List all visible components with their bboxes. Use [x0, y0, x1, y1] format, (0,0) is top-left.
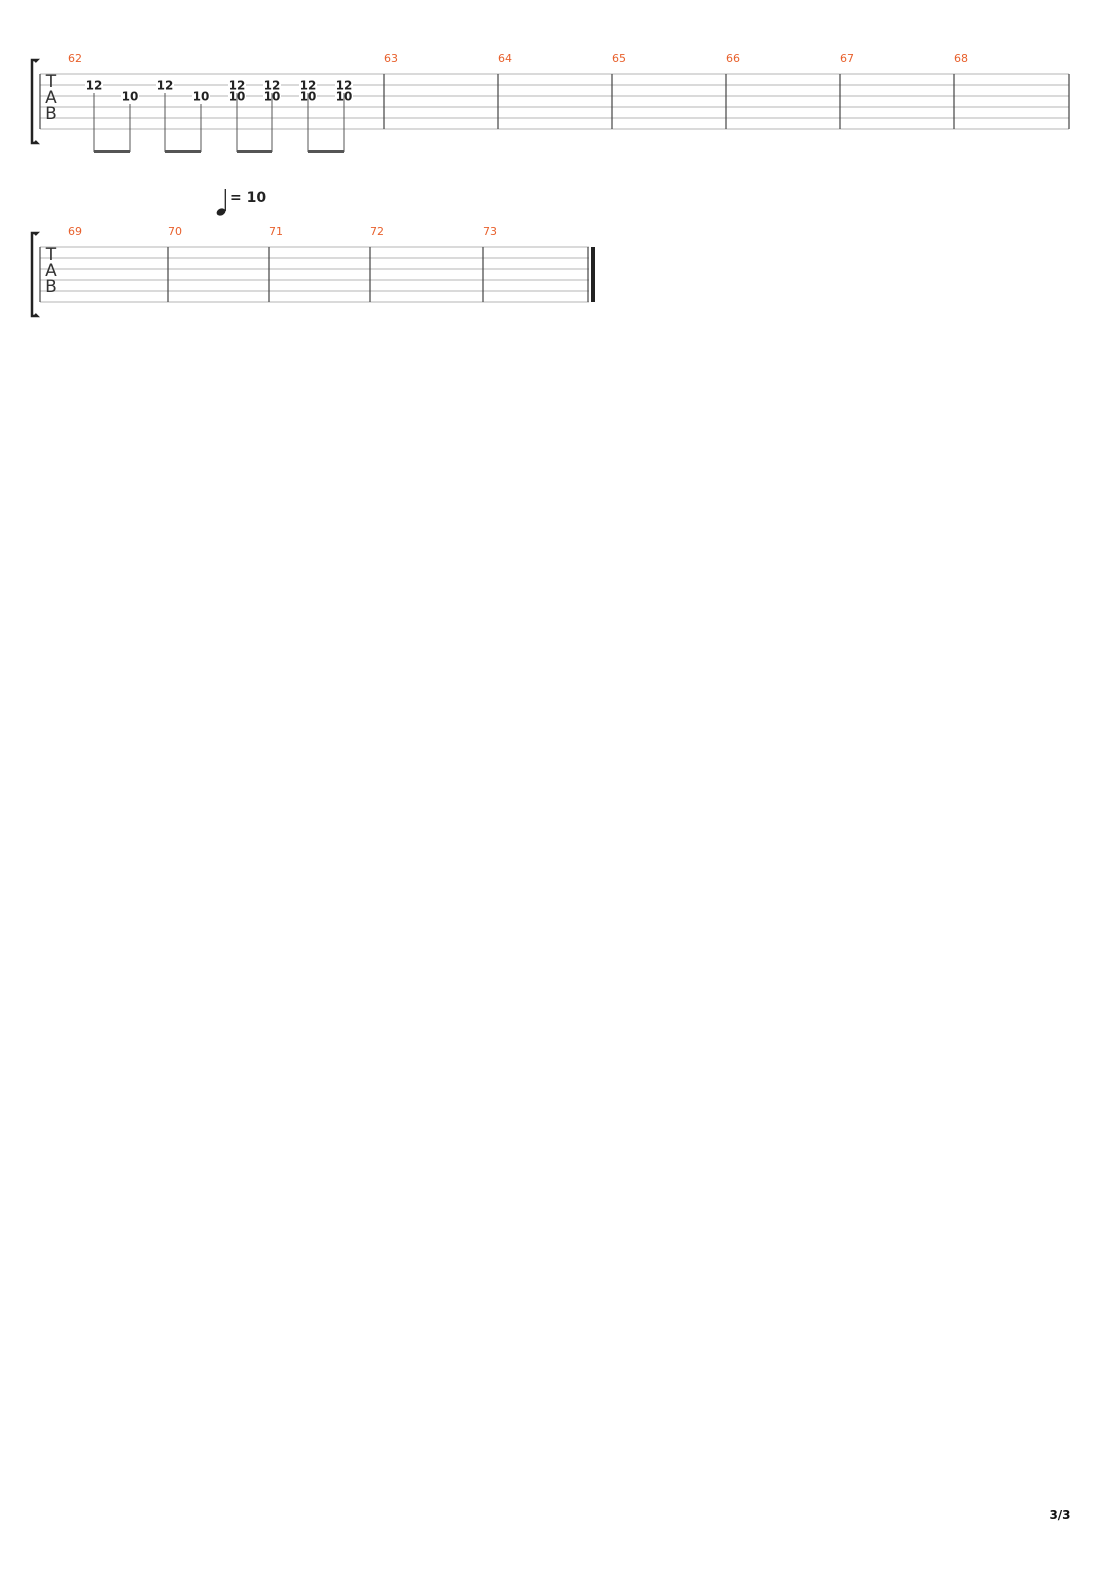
measure-number: 65	[612, 52, 626, 65]
tab-clef-letter: A	[45, 88, 57, 108]
page-number: 3/3	[1049, 1508, 1071, 1522]
measure-number: 72	[370, 225, 384, 238]
fret-knockout	[156, 79, 174, 91]
fret-number: 12	[86, 79, 103, 93]
measure-number: 62	[68, 52, 82, 65]
final-barline	[591, 247, 595, 302]
fret-knockout	[121, 90, 139, 102]
note-beam	[237, 150, 272, 153]
fret-number: 12	[157, 79, 174, 93]
fret-number: 12	[229, 79, 246, 93]
fret-knockout	[228, 79, 246, 91]
note-beam	[165, 150, 201, 153]
fret-number: 10	[193, 90, 210, 104]
tab-clef-letter: T	[45, 245, 57, 265]
tab-system-2: TAB 69 70 71 72 73	[30, 225, 595, 318]
system-bracket	[30, 231, 41, 318]
measure-number: 69	[68, 225, 82, 238]
fret-knockout	[263, 79, 281, 91]
fret-number: 12	[300, 79, 317, 93]
system-bracket	[30, 58, 41, 145]
tempo-text: = 10	[230, 190, 266, 206]
note-beam	[308, 150, 344, 153]
quarter-note-icon	[216, 208, 226, 216]
fret-knockout	[85, 79, 103, 91]
measure-number: 73	[483, 225, 497, 238]
tempo-marking: = 10	[216, 189, 266, 216]
measure-number: 64	[498, 52, 512, 65]
measure-number: 67	[840, 52, 854, 65]
tab-clef-letter: T	[45, 72, 57, 92]
fret-knockout	[299, 79, 317, 91]
measure-number: 66	[726, 52, 740, 65]
measure-number: 71	[269, 225, 283, 238]
measure-number: 70	[168, 225, 182, 238]
fret-number: 12	[336, 79, 353, 93]
tab-clef-letter: B	[45, 104, 57, 124]
fret-number: 10	[122, 90, 139, 104]
fret-number: 12	[264, 79, 281, 93]
measure-number: 68	[954, 52, 968, 65]
note-beam	[94, 150, 130, 153]
tab-clef-letter: B	[45, 277, 57, 297]
fret-knockout	[335, 79, 353, 91]
fret-knockout	[192, 90, 210, 102]
tab-clef-letter: A	[45, 261, 57, 281]
measure-number: 63	[384, 52, 398, 65]
